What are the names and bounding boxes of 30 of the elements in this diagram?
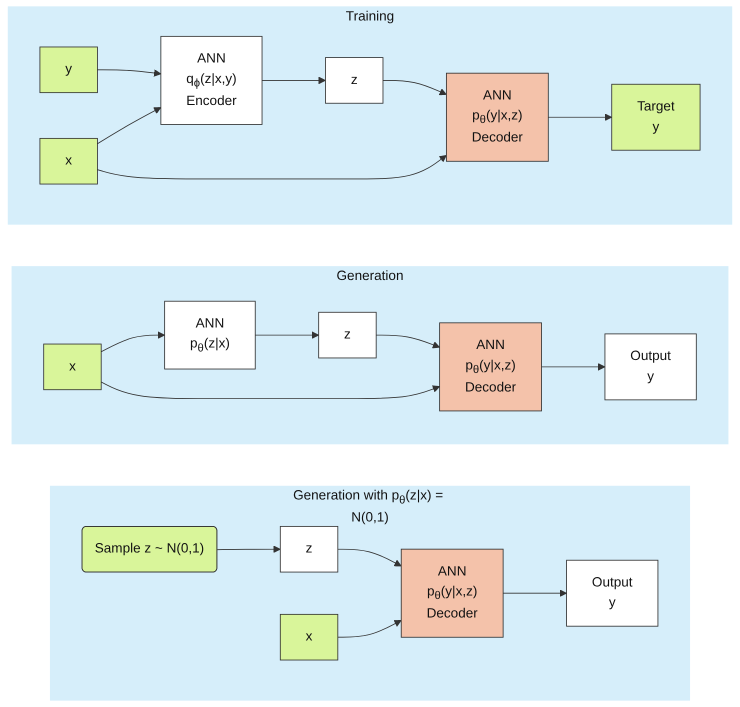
- node-box: Output y: [566, 560, 658, 627]
- arrow: [100, 331, 165, 352]
- node-box: Output y: [604, 333, 697, 400]
- node-box: x: [280, 614, 338, 660]
- arrow: [254, 331, 320, 339]
- arrow: [97, 107, 162, 144]
- node-box: Target y: [611, 84, 700, 151]
- arrow: [382, 80, 447, 96]
- node-box: ANN p$_{θ}$(y|x,z) Decoder: [446, 72, 549, 162]
- node-box: x: [40, 138, 98, 184]
- arrow: [337, 620, 402, 638]
- arrow: [502, 590, 567, 597]
- arrow: [262, 76, 326, 84]
- node-box: ANN p$_{θ}$(y|x,z) Decoder: [400, 548, 504, 638]
- arrow: [97, 69, 162, 77]
- arrow: [541, 363, 606, 371]
- arrow: [376, 334, 440, 348]
- node-box: y: [40, 46, 98, 94]
- arrow: [100, 382, 440, 400]
- node-box: z: [318, 312, 377, 358]
- arrow: [216, 546, 281, 553]
- node-box: x: [43, 344, 102, 390]
- node-box: z: [325, 57, 384, 104]
- arrow: [97, 154, 447, 180]
- node-box: ANN p$_{θ}$(y|x,z) Decoder: [439, 322, 542, 412]
- node-box: ANN p$_{θ}$(z|x): [164, 300, 256, 370]
- node-box: ANN q$_{ϕ}$(z|x,y) Encoder: [160, 36, 262, 125]
- arrow: [337, 548, 402, 566]
- node-box: z: [280, 526, 338, 572]
- arrow: [548, 114, 612, 121]
